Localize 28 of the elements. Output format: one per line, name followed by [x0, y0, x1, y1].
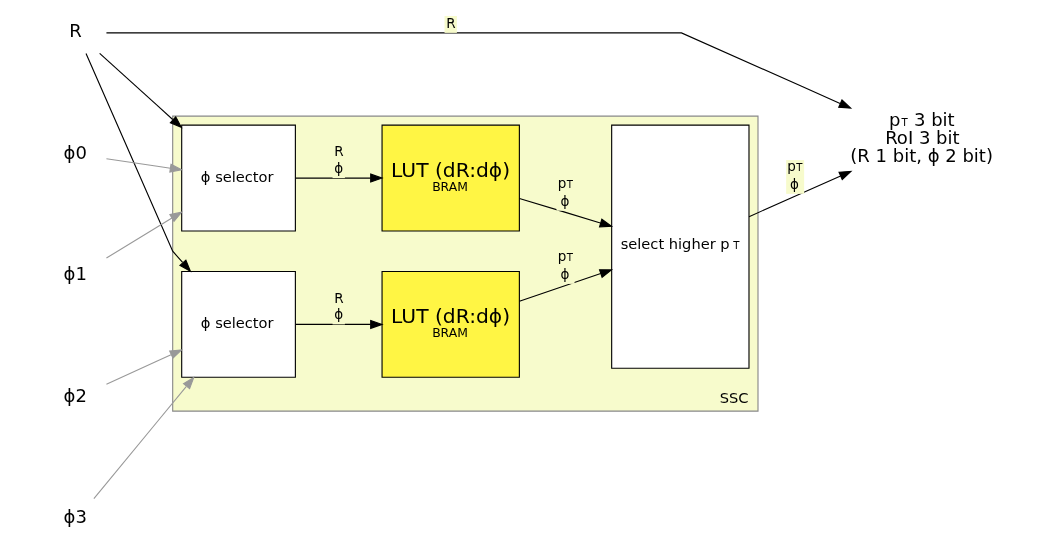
arrow — [85, 52, 192, 273]
node-box: LUT (dR:dϕ) BRAM — [381, 124, 520, 232]
edge-label: pT ϕ — [557, 247, 573, 282]
arrow — [99, 52, 183, 129]
arrow — [105, 211, 184, 259]
arrow — [105, 349, 184, 385]
edge-label: R ϕ — [334, 143, 344, 177]
node-text: ϕ3 — [63, 506, 87, 528]
edge-label: pT ϕ — [557, 174, 573, 209]
node-text: R — [69, 20, 82, 42]
edge-label: pT ϕ — [787, 157, 803, 192]
node-text: ϕ2 — [63, 384, 87, 406]
edge-label: R — [446, 15, 456, 32]
node-text: pT 3 bit RoI 3 bit (R 1 bit, ϕ 2 bit) — [850, 109, 993, 167]
node-box: ϕ selector — [181, 270, 296, 378]
node-box: ϕ selector — [181, 124, 296, 232]
node-box: LUT (dR:dϕ) BRAM — [381, 270, 520, 378]
arrow — [295, 173, 384, 183]
arrow — [518, 197, 614, 228]
edge-label: R ϕ — [334, 289, 344, 323]
arrow — [748, 170, 853, 218]
arrow — [518, 269, 614, 302]
node-text: ϕ0 — [63, 141, 87, 163]
arrow — [105, 32, 853, 109]
arrow — [105, 158, 184, 173]
arrow — [93, 376, 195, 500]
node-text: ϕ1 — [63, 263, 87, 285]
arrow — [295, 319, 384, 330]
